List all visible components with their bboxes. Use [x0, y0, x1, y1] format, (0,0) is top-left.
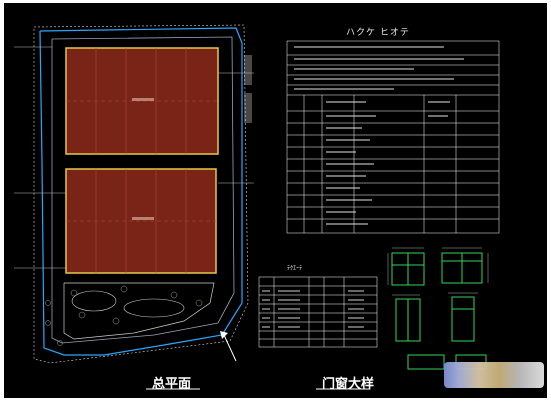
- building-1-label: [132, 98, 154, 101]
- cad-drawing-canvas: ハクケ ヒオテ ﾃｸｴｰﾃ 总平面 门窗大样: [4, 3, 547, 398]
- door-window-detail-title: 门窗大样: [322, 377, 375, 392]
- lower-paving: [63, 282, 215, 340]
- watermark-logo: [444, 362, 544, 388]
- door-elevation-2: [451, 296, 475, 342]
- building-2-label: [132, 217, 154, 220]
- schedule-text-marks: [294, 46, 464, 225]
- site-boundary: [39, 27, 243, 356]
- door-plan-1: [407, 354, 445, 370]
- road-edge: [51, 36, 235, 344]
- tree-cluster: [45, 285, 203, 346]
- north-arrow: [220, 331, 237, 362]
- door-table-text-marks: [262, 290, 364, 328]
- site-plan-title: 总平面: [152, 377, 192, 392]
- side-annotation: [244, 55, 252, 85]
- schedule-title: ハクケ ヒオテ: [346, 28, 410, 38]
- landscape-ring: [123, 298, 185, 318]
- spec-schedule-table: [286, 40, 500, 234]
- site-plan: [14, 24, 254, 364]
- door-window-table: [258, 276, 378, 348]
- door-table-title: ﾃｸｴｰﾃ: [287, 265, 303, 272]
- door-window-details: [391, 252, 487, 370]
- detail-dimension-lines: [387, 247, 489, 296]
- side-annotation: [244, 93, 252, 123]
- landscape-ring: [71, 290, 117, 312]
- cad-drawing-svg: [14, 24, 500, 390]
